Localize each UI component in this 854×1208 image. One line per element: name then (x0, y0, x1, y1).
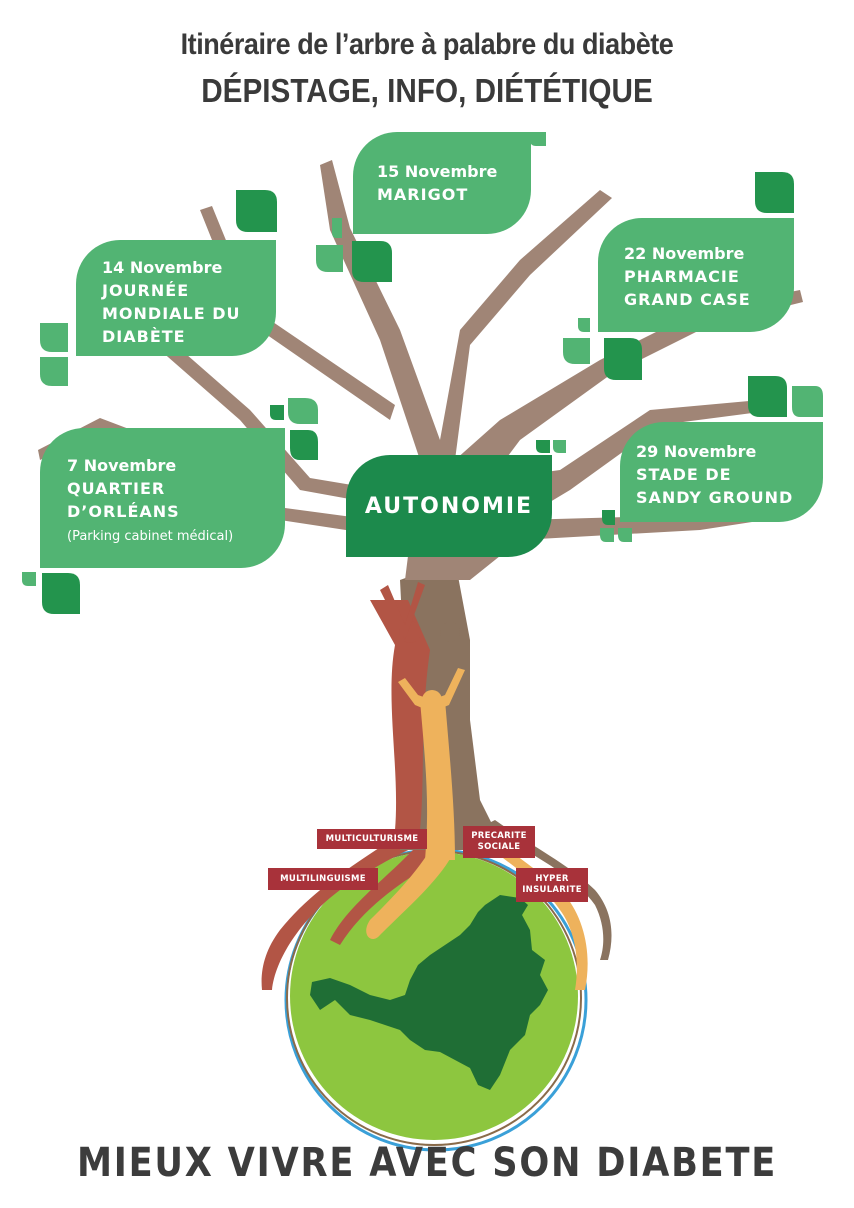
event-date: 15 Novembre (377, 162, 498, 181)
event-bubble-29-novembre: 29 Novembre STADE DE SANDY GROUND (620, 422, 823, 522)
tag-multilinguisme: MULTILINGUISME (268, 868, 378, 890)
autonomie-label: AUTONOMIE (346, 455, 552, 557)
page-title: Itinéraire de l’arbre à palabre du diabè… (180, 28, 674, 61)
tag-multiculturisme: MULTICULTURISME (317, 829, 427, 849)
event-place: STADE DE SANDY GROUND (636, 465, 794, 507)
tag-precarite-sociale: PRECARITE SOCIALE (463, 826, 535, 858)
event-place: JOURNÉE MONDIALE DU DIABÈTE (102, 281, 241, 346)
trunk (370, 560, 505, 860)
tag-hyper-insularite: HYPER INSULARITE (516, 868, 588, 902)
event-date: 22 Novembre (624, 244, 745, 263)
event-date: 29 Novembre (636, 442, 757, 461)
event-date: 7 Novembre (67, 456, 177, 475)
leaf-decorations (22, 132, 823, 614)
event-bubble-7-novembre: 7 Novembre QUARTIER D’ORLÉANS (Parking c… (40, 428, 285, 568)
event-note: (Parking cabinet médical) (67, 529, 234, 544)
event-bubble-15-novembre: 15 Novembre MARIGOT (353, 132, 531, 234)
event-bubble-14-novembre: 14 Novembre JOURNÉE MONDIALE DU DIABÈTE (76, 240, 276, 356)
page-subtitle: DÉPISTAGE, INFO, DIÉTÉTIQUE (201, 72, 653, 109)
event-place: MARIGOT (377, 185, 469, 204)
island-map (310, 895, 548, 1090)
event-bubble-22-novembre: 22 Novembre PHARMACIE GRAND CASE (598, 218, 794, 332)
event-place: QUARTIER D’ORLÉANS (67, 479, 180, 521)
event-place: PHARMACIE GRAND CASE (624, 267, 751, 309)
footer-slogan: MIEUX VIVRE AVEC SON DIABETE (76, 1140, 778, 1186)
event-date: 14 Novembre (102, 258, 223, 277)
